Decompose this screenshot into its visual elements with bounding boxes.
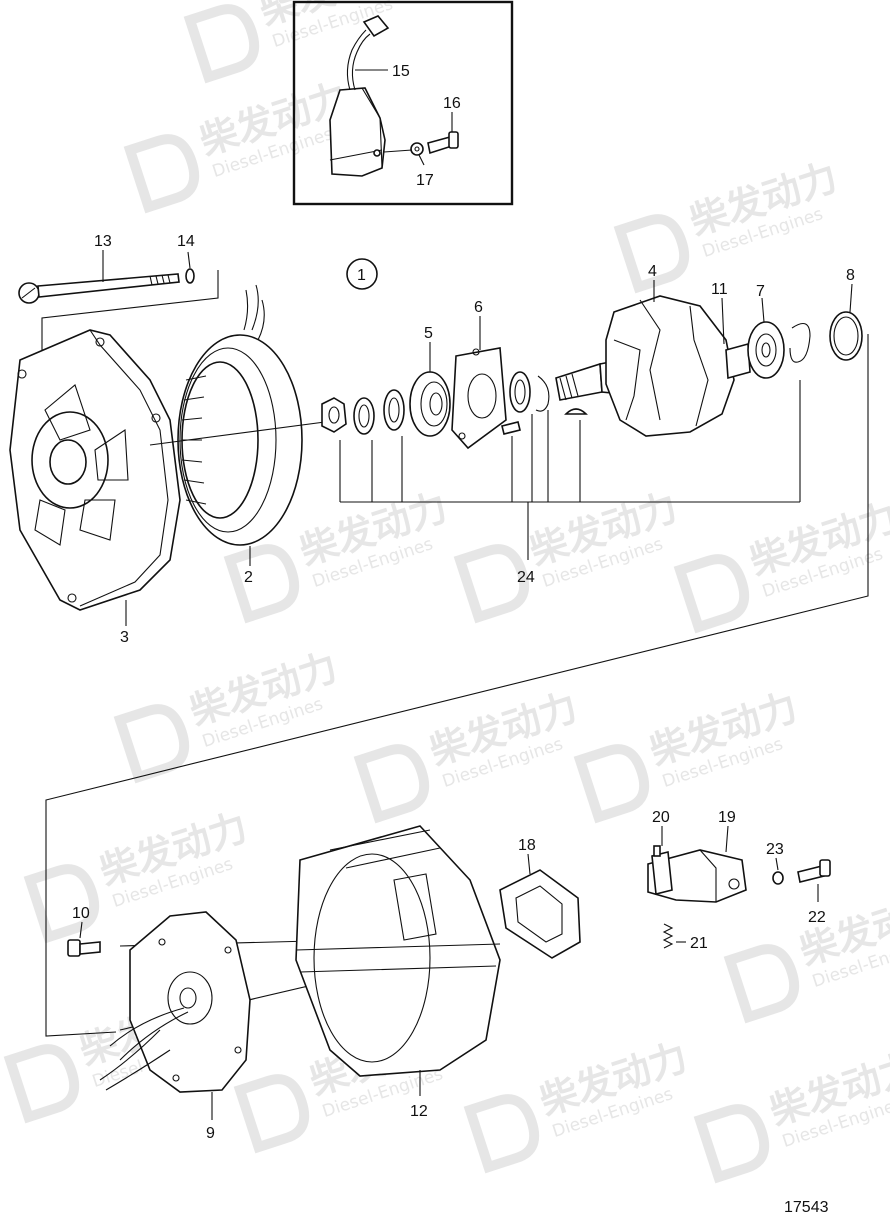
rotor: 4 11 (555, 263, 751, 437)
watermark-logo: 柴发动力 Diesel-Engines (123, 75, 353, 214)
kit-bracket-lines: 24 (339, 380, 801, 586)
front-bearing-group: 5 6 (321, 299, 588, 450)
slip-ring-end-shield: 9 (99, 911, 251, 1142)
stator: 2 (177, 284, 303, 586)
callout-3: 3 (120, 629, 129, 646)
callout-11: 11 (711, 281, 728, 298)
shaft-axis-line (149, 419, 341, 446)
assembly-marker: 1 (346, 258, 378, 290)
callout-19: 19 (718, 809, 736, 826)
watermark-logo: 柴发动力 Diesel-Engines (353, 685, 583, 824)
callout-12: 12 (410, 1103, 428, 1120)
watermark-logo: 柴发动力 Diesel-Engines (673, 495, 890, 634)
end-bracket: 3 (9, 329, 181, 646)
callout-7: 7 (756, 283, 765, 300)
callout-23: 23 (766, 841, 784, 858)
callout-9: 9 (206, 1125, 215, 1142)
assembly-guide-lines-upper (41, 270, 219, 350)
through-bolt: 13 14 (18, 233, 195, 304)
gasket: 18 (499, 837, 581, 959)
screw-10: 10 (67, 905, 101, 957)
callout-17: 17 (416, 172, 434, 189)
watermark-logo: 柴发动力 Diesel-Engines (23, 805, 253, 944)
callout-21: 21 (690, 935, 708, 952)
callout-20: 20 (652, 809, 670, 826)
callout-13: 13 (94, 233, 112, 250)
callout-15: 15 (392, 63, 410, 80)
watermark-logo: 柴发动力 Diesel-Engines (693, 1045, 890, 1184)
callout-18: 18 (518, 837, 536, 854)
watermark-logo: 柴发动力 Diesel-Engines (463, 1035, 693, 1174)
watermark-logo: 柴发动力 Diesel-Engines (113, 645, 343, 784)
callout-6: 6 (474, 299, 483, 316)
callout-2: 2 (244, 569, 253, 586)
callout-24: 24 (517, 569, 535, 586)
watermark-logo: 柴发动力 Diesel-Engines (453, 485, 683, 624)
callout-8: 8 (846, 267, 855, 284)
watermark-logo: 柴发动力 Diesel-Engines (183, 0, 413, 84)
brush-holder-inset: 15 16 17 (292, 0, 514, 206)
drawing-number: 17543 (784, 1199, 829, 1216)
callout-10: 10 (72, 905, 90, 922)
rear-bearing-group: 7 8 (747, 267, 863, 379)
callout-5: 5 (424, 325, 433, 342)
regulator-group: 20 19 21 23 22 (647, 809, 831, 952)
callout-16: 16 (443, 95, 461, 112)
watermark-logo: 柴发动力 Diesel-Engines (573, 685, 803, 824)
callout-22: 22 (808, 909, 826, 926)
callout-4: 4 (648, 263, 657, 280)
housing: 12 (295, 825, 501, 1120)
callout-14: 14 (177, 233, 195, 250)
assembly-marker-label: 1 (357, 267, 366, 284)
watermark-logo: 柴发动力 Diesel-Engines (723, 885, 890, 1024)
